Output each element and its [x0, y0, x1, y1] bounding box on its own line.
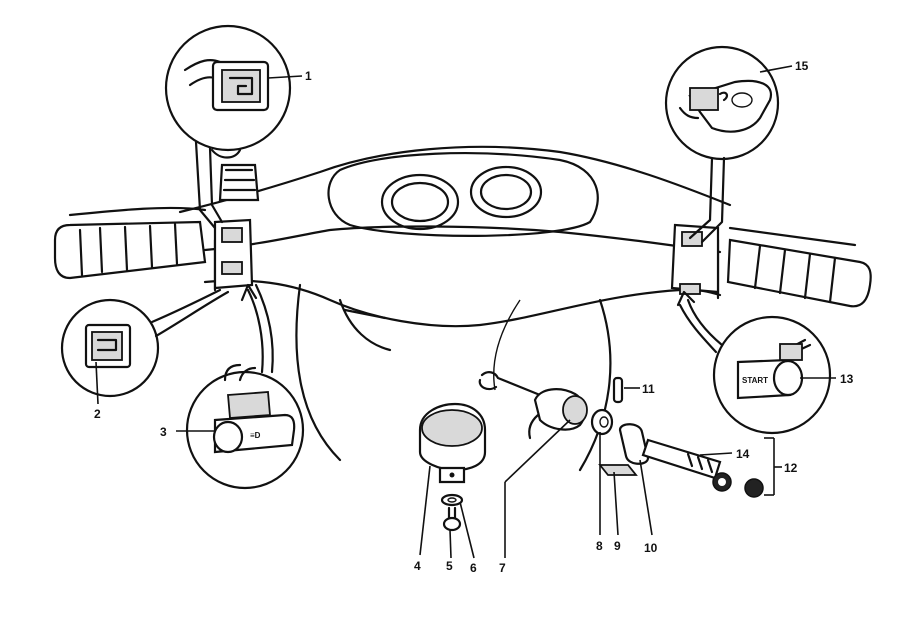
callout-15: 15: [795, 59, 809, 73]
callout-8: 8: [596, 539, 603, 553]
right-switch-lower: [679, 283, 701, 295]
leader-lines: [95, 65, 836, 559]
pin-part-11: [612, 376, 624, 404]
horn-part-4: [418, 402, 487, 484]
callout-13: 13: [840, 372, 854, 386]
washer-part-8: [590, 408, 614, 436]
callout-14: 14: [736, 447, 750, 461]
callout-6: 6: [470, 561, 477, 575]
left-switch-upper: [221, 227, 243, 243]
callout-12: 12: [784, 461, 798, 475]
ignition-part-7: [478, 371, 588, 440]
callout-9: 9: [614, 539, 621, 553]
left-grip: [53, 206, 207, 280]
detail-circle-13: START: [676, 290, 832, 435]
callout-4: 4: [414, 559, 421, 573]
detail-circle-1: [164, 24, 292, 230]
callout-10: 10: [644, 541, 658, 555]
start-switch-text: START: [742, 376, 768, 385]
shaft-assembly-part-12: [712, 472, 764, 498]
dimmer-switch-text: ≡D: [250, 431, 261, 440]
callout-labels: 1 2 3 4 5 6 7 8 9 10 11 12 13 14 15: [94, 59, 854, 575]
stem-block: [218, 163, 260, 202]
bushing-part-10: [618, 423, 650, 465]
callout-11: 11: [642, 382, 655, 396]
callout-2: 2: [94, 407, 101, 421]
callout-7: 7: [499, 561, 506, 575]
stem-top: [210, 148, 242, 159]
handlebar-cover: [178, 145, 732, 472]
nut-part-6: [440, 493, 464, 507]
detail-circle-2: [60, 288, 230, 398]
callout-1: 1: [305, 69, 312, 83]
bolt-part-5: [442, 506, 462, 532]
detail-circle-3: ≡D: [185, 283, 305, 490]
left-switch-lower: [221, 261, 243, 275]
shaft-part-14: [641, 438, 722, 480]
right-switch-upper: [681, 231, 703, 247]
callout-3: 3: [160, 425, 167, 439]
callout-5: 5: [446, 559, 453, 573]
detail-circle-15: [664, 45, 780, 244]
right-grip: [726, 226, 872, 308]
clip-part-9: [598, 464, 638, 476]
